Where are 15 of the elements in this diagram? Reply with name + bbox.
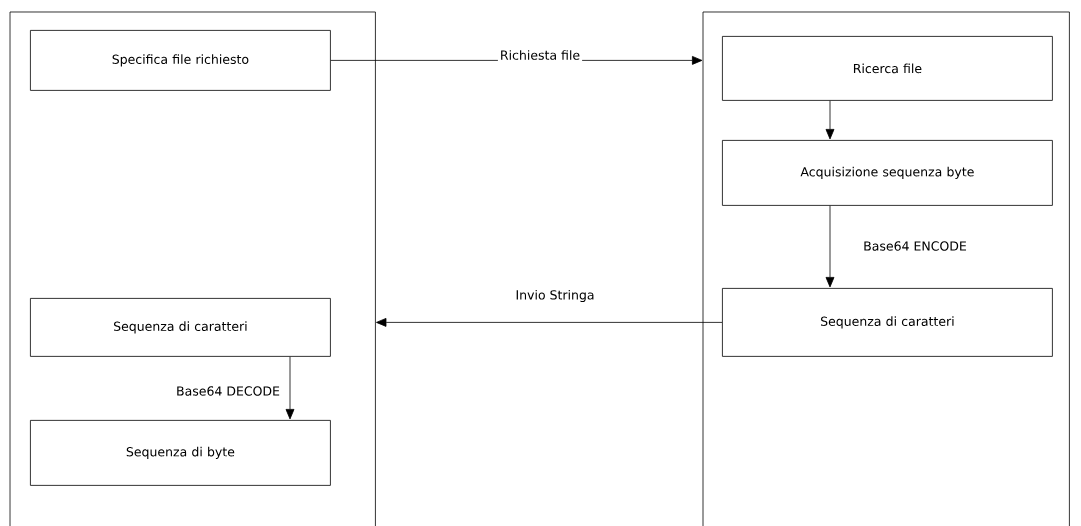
edge-label: Richiesta file	[497, 48, 583, 62]
process-box: Sequenza di caratteri	[30, 298, 331, 357]
process-box: Sequenza di byte	[30, 420, 331, 486]
process-box: Ricerca file	[722, 36, 1053, 101]
edge-label: Base64 DECODE	[174, 384, 282, 398]
arrow	[825, 205, 835, 288]
panel	[9, 11, 376, 526]
edge-label: Base64 ENCODE	[861, 239, 969, 253]
process-box: Sequenza di caratteri	[722, 288, 1053, 357]
arrow	[825, 100, 835, 140]
process-box: Acquisizione sequenza byte	[722, 140, 1053, 206]
process-box: Specifica file richiesto	[30, 30, 331, 91]
arrow	[285, 356, 295, 420]
edge-label: Invio Stringa	[513, 287, 597, 305]
arrow	[376, 318, 723, 327]
